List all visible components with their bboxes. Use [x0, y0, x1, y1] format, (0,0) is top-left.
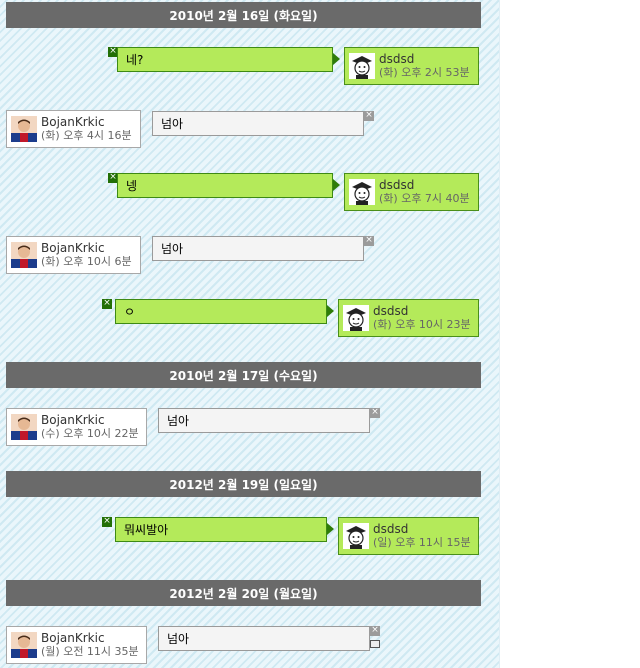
sender-name[interactable]: BojanKrkic — [41, 413, 105, 427]
message-text: 넘아 — [161, 117, 184, 131]
date-header: 2010년 2월 17일 (수요일) — [6, 362, 481, 388]
message-text: 넘아 — [161, 242, 184, 256]
student-avatar-icon[interactable] — [343, 523, 369, 549]
player-avatar-icon[interactable] — [11, 116, 37, 142]
message-text: 넘아 — [167, 414, 190, 428]
message-bubble: 넘아 — [158, 626, 370, 651]
delete-icon[interactable]: × — [364, 235, 374, 246]
player-avatar-icon[interactable] — [11, 242, 37, 268]
student-avatar-icon[interactable] — [349, 53, 375, 79]
sender-name[interactable]: dsdsd — [373, 522, 409, 536]
message-text: ㅇ — [124, 305, 136, 319]
student-avatar-icon[interactable] — [349, 179, 375, 205]
sender-card: BojanKrkic (화) 오후 4시 16분 — [6, 110, 141, 148]
message-text: 뭐씨발아 — [124, 523, 169, 537]
message-bubble: 뭐씨발아 — [115, 517, 327, 542]
sender-card: BojanKrkic (화) 오후 10시 6분 — [6, 236, 141, 274]
message-time: (화) 오후 10시 23분 — [373, 318, 471, 331]
sender-card: BojanKrkic (수) 오후 10시 22분 — [6, 408, 147, 446]
date-header: 2012년 2월 20일 (월요일) — [6, 580, 481, 606]
delete-icon[interactable]: × — [108, 172, 118, 183]
message-bubble: 넘아 — [158, 408, 370, 433]
player-avatar-icon[interactable] — [11, 414, 37, 440]
date-header: 2012년 2월 19일 (일요일) — [6, 471, 481, 497]
message-time: (수) 오후 10시 22분 — [41, 427, 139, 440]
message-bubble: ㅇ — [115, 299, 327, 324]
panel-edge — [499, 0, 500, 668]
message-bubble: 네? — [117, 47, 333, 72]
message-bubble: 넘아 — [152, 111, 364, 136]
message-time: (월) 오전 11시 35분 — [41, 645, 139, 658]
sender-card: dsdsd (화) 오후 10시 23분 — [338, 299, 479, 337]
sender-card: dsdsd (화) 오후 7시 40분 — [344, 173, 479, 211]
sender-card: BojanKrkic (월) 오전 11시 35분 — [6, 626, 147, 664]
message-time: (화) 오후 7시 40분 — [379, 192, 470, 205]
delete-icon[interactable]: × — [370, 625, 380, 636]
message-time: (화) 오후 4시 16분 — [41, 129, 132, 142]
message-bubble: 넘아 — [152, 236, 364, 261]
player-avatar-icon[interactable] — [11, 632, 37, 658]
message-text: 넹 — [126, 179, 138, 193]
date-header: 2010년 2월 16일 (화요일) — [6, 2, 481, 28]
message-text: 네? — [126, 53, 144, 67]
sender-name[interactable]: dsdsd — [373, 304, 409, 318]
message-time: (화) 오후 10시 6분 — [41, 255, 132, 268]
bubble-pointer — [327, 523, 334, 535]
sender-name[interactable]: BojanKrkic — [41, 115, 105, 129]
sender-name[interactable]: BojanKrkic — [41, 241, 105, 255]
sender-card: dsdsd (일) 오후 11시 15분 — [338, 517, 479, 555]
message-text: 넘아 — [167, 632, 190, 646]
bubble-pointer — [327, 305, 334, 317]
delete-icon[interactable]: × — [364, 110, 374, 121]
bubble-pointer — [333, 53, 340, 65]
print-icon[interactable] — [370, 640, 380, 648]
sender-card: dsdsd (화) 오후 2시 53분 — [344, 47, 479, 85]
sender-name[interactable]: BojanKrkic — [41, 631, 105, 645]
message-time: (일) 오후 11시 15분 — [373, 536, 471, 549]
sender-name[interactable]: dsdsd — [379, 178, 415, 192]
delete-icon[interactable]: × — [108, 46, 118, 57]
chat-board: 2010년 2월 16일 (화요일) × 네? dsdsd (화) 오후 2시 … — [0, 0, 500, 668]
message-bubble: 넹 — [117, 173, 333, 198]
student-avatar-icon[interactable] — [343, 305, 369, 331]
sender-name[interactable]: dsdsd — [379, 52, 415, 66]
delete-icon[interactable]: × — [102, 298, 112, 309]
delete-icon[interactable]: × — [370, 407, 380, 418]
message-time: (화) 오후 2시 53분 — [379, 66, 470, 79]
bubble-pointer — [333, 179, 340, 191]
delete-icon[interactable]: × — [102, 516, 112, 527]
